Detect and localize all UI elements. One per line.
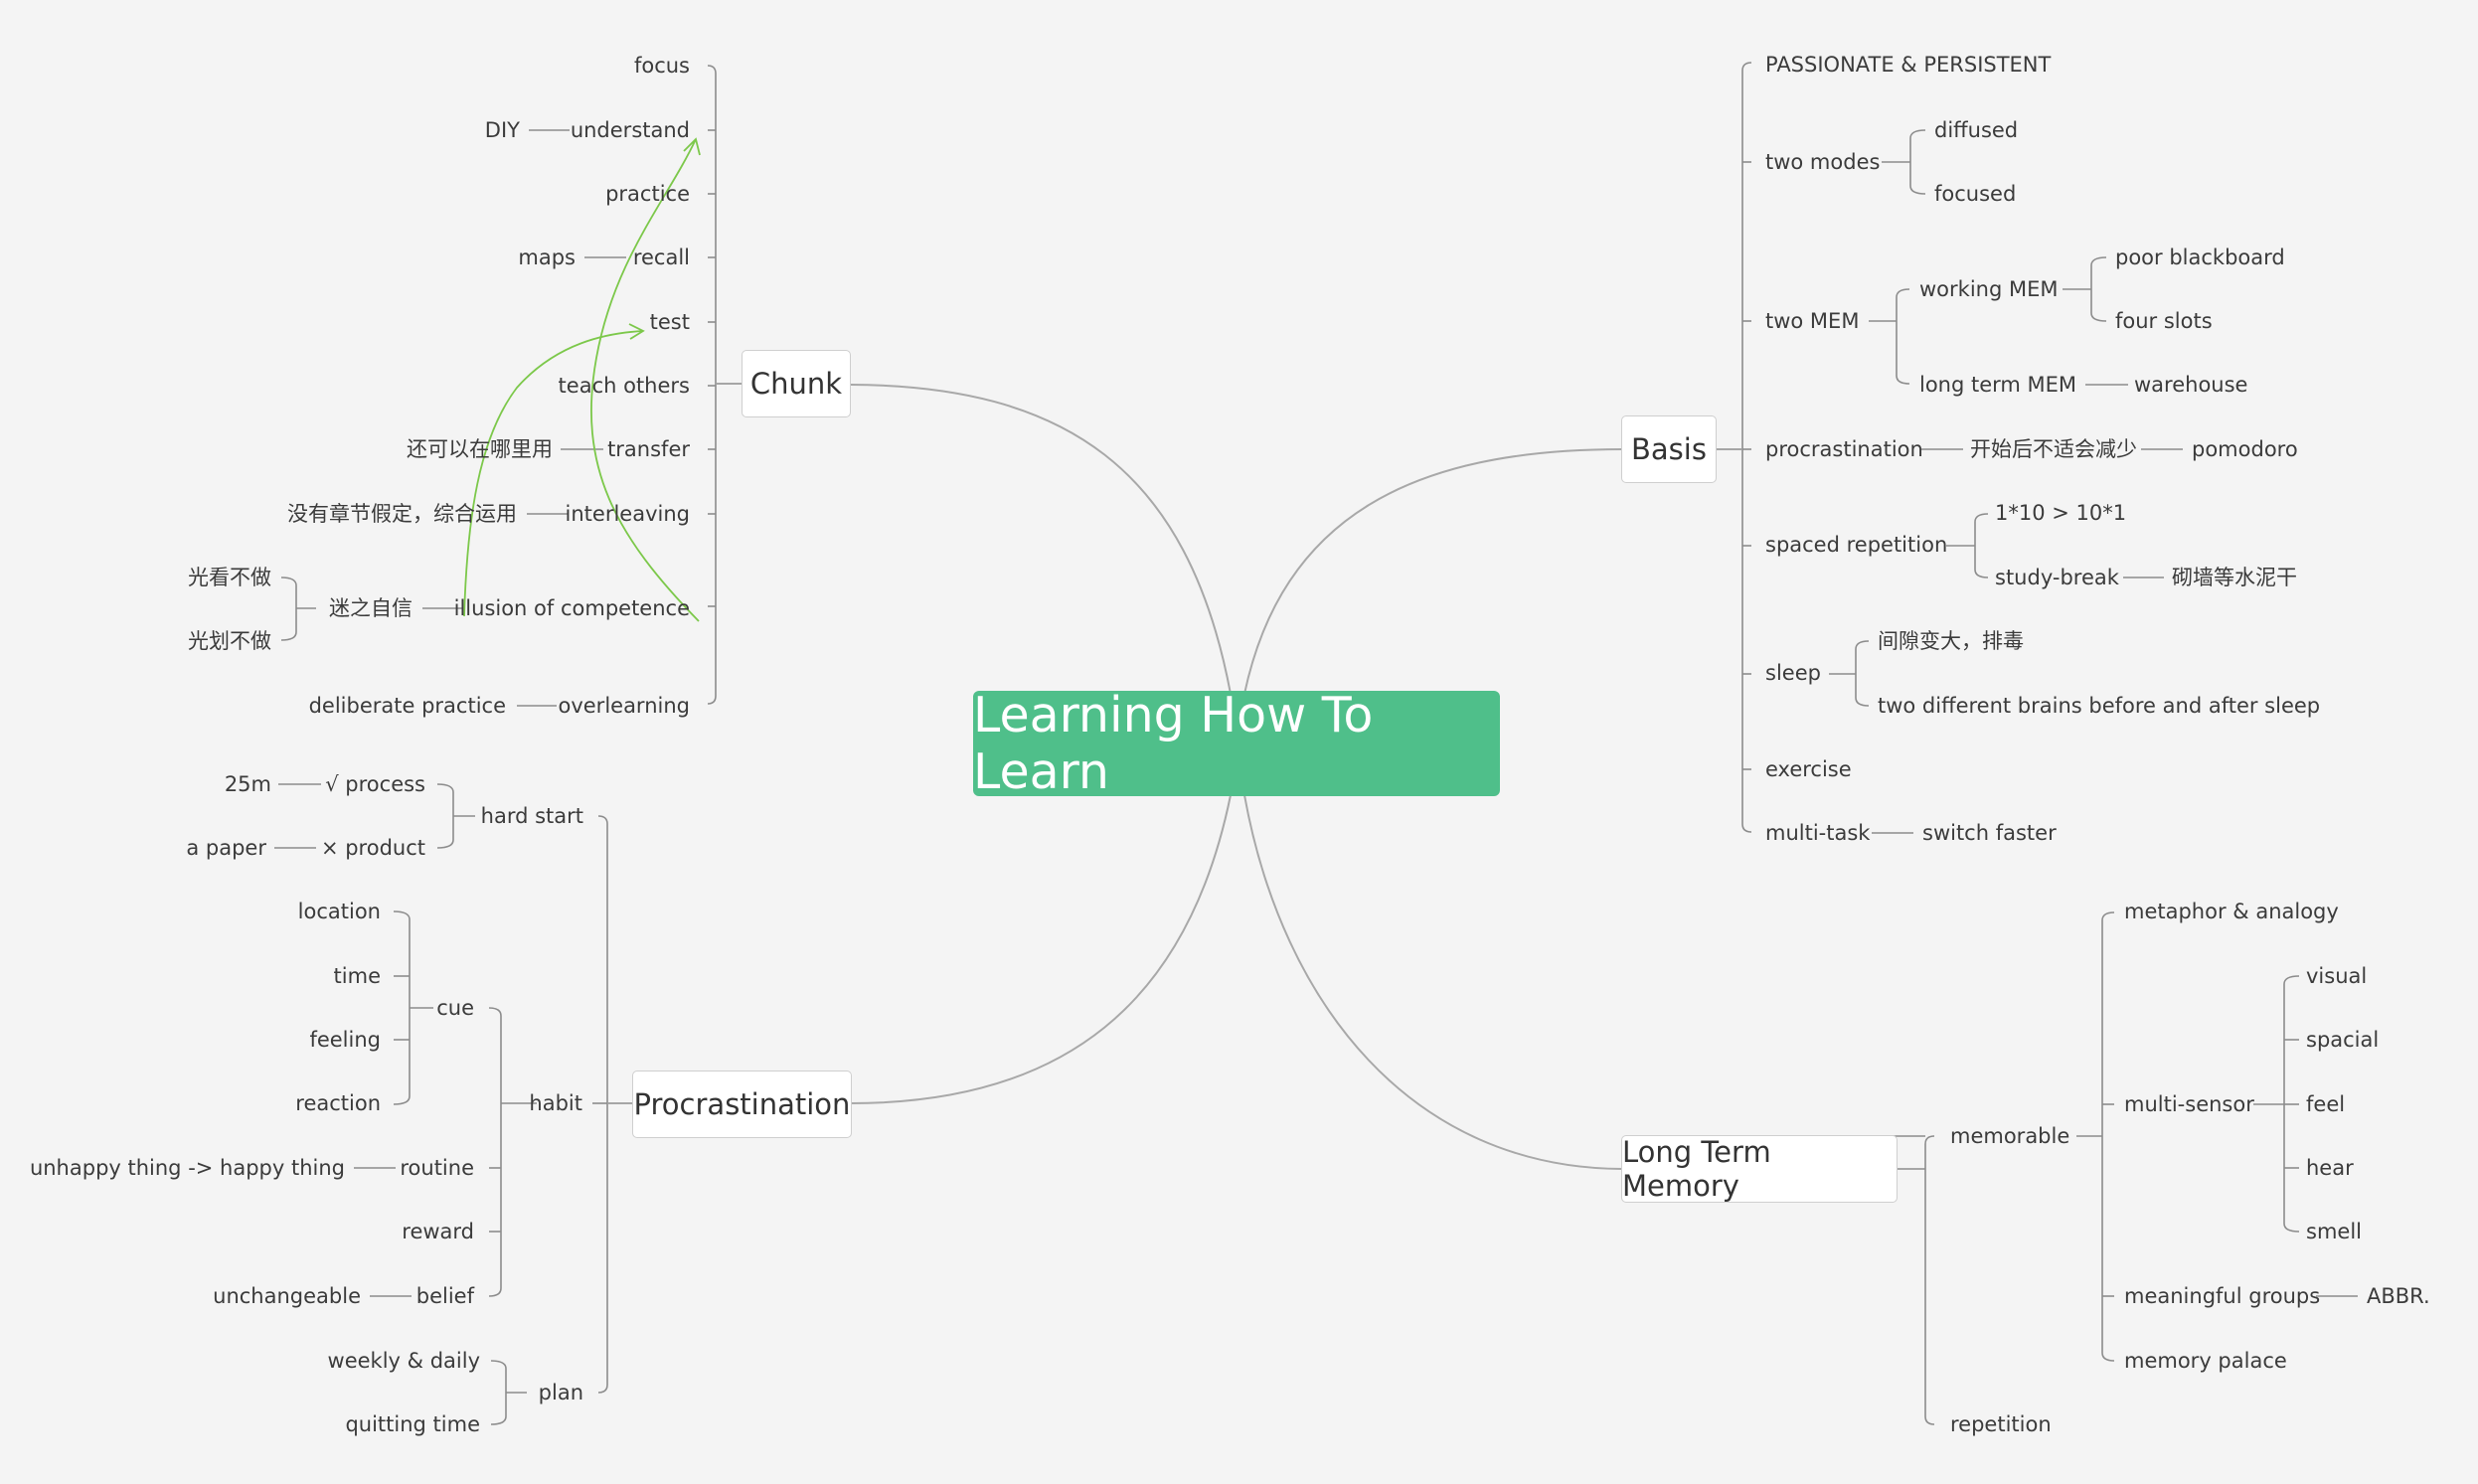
proc-quitting-time[interactable]: quitting time xyxy=(345,1412,480,1436)
proc-belief[interactable]: belief xyxy=(415,1284,474,1308)
curve-to-procrastination xyxy=(850,794,1232,1104)
chunk-illusion-sub2[interactable]: 光划不做 xyxy=(188,629,271,653)
curve-to-basis xyxy=(1243,448,1623,695)
basis-working-mem[interactable]: working MEM xyxy=(1919,277,2059,301)
basis-switch-faster[interactable]: switch faster xyxy=(1922,821,2057,845)
chunk-practice[interactable]: practice xyxy=(605,182,690,206)
basis-focused[interactable]: focused xyxy=(1934,182,2017,206)
basis-procrastination[interactable]: procrastination xyxy=(1765,437,1923,461)
basis-sleep[interactable]: sleep xyxy=(1765,661,1821,685)
basis-spaced-repetition[interactable]: spaced repetition xyxy=(1765,533,1948,557)
proc-weekly-daily[interactable]: weekly & daily xyxy=(327,1349,480,1373)
proc-belief-note[interactable]: unchangeable xyxy=(213,1284,361,1308)
basis-study-break[interactable]: study-break xyxy=(1995,566,2119,589)
basis-multi-task[interactable]: multi-task xyxy=(1765,821,1871,845)
basis-study-break-note[interactable]: 砌墙等水泥干 xyxy=(2172,566,2297,589)
ltm-multi-sensor[interactable]: multi-sensor xyxy=(2124,1092,2254,1116)
chunk-interleaving[interactable]: interleaving xyxy=(565,502,690,526)
chunk-transfer[interactable]: transfer xyxy=(607,437,690,461)
chunk-illusion-note[interactable]: 迷之自信 xyxy=(329,596,413,620)
chunk-recall[interactable]: recall xyxy=(632,246,690,269)
chunk-interleaving-note[interactable]: 没有章节假定，综合运用 xyxy=(287,502,517,526)
basis-long-term-mem[interactable]: long term MEM xyxy=(1919,373,2077,397)
ltm-memory-palace[interactable]: memory palace xyxy=(2124,1349,2287,1373)
ltm-spacial[interactable]: spacial xyxy=(2306,1028,2380,1052)
basis-sleep-note1[interactable]: 间隙变大，排毒 xyxy=(1878,629,2024,653)
chunk-overlearning[interactable]: overlearning xyxy=(558,694,690,718)
basis-pomodoro[interactable]: pomodoro xyxy=(2192,437,2298,461)
proc-routine[interactable]: routine xyxy=(400,1156,474,1180)
ltm-feel[interactable]: feel xyxy=(2306,1092,2346,1116)
relationship-illusion-note-to-test xyxy=(463,330,644,617)
ltm-smell[interactable]: smell xyxy=(2306,1220,2362,1243)
chunk-focus[interactable]: focus xyxy=(633,54,690,78)
chunk-diy[interactable]: DIY xyxy=(484,118,520,142)
basis-poor-blackboard[interactable]: poor blackboard xyxy=(2115,246,2285,269)
ltm-hear[interactable]: hear xyxy=(2306,1156,2354,1180)
ltm-abbr[interactable]: ABBR. xyxy=(2367,1284,2430,1308)
proc-product[interactable]: × product xyxy=(320,836,425,860)
basis-sleep-note2[interactable]: two different brains before and after sl… xyxy=(1878,694,2321,718)
curve-to-long-term-memory xyxy=(1243,794,1623,1170)
proc-process-note[interactable]: 25m xyxy=(224,772,271,796)
basis-exercise[interactable]: exercise xyxy=(1765,757,1852,781)
proc-routine-note[interactable]: unhappy thing -> happy thing xyxy=(29,1156,345,1180)
central-topic[interactable]: Learning How To Learn xyxy=(973,687,1500,800)
proc-location[interactable]: location xyxy=(297,900,381,923)
chunk-deliberate-practice[interactable]: deliberate practice xyxy=(308,694,506,718)
curve-to-chunk xyxy=(850,384,1232,695)
basis-passionate[interactable]: PASSIONATE & PERSISTENT xyxy=(1765,53,2052,77)
branch-chunk[interactable]: Chunk xyxy=(742,350,851,417)
basis-diffused[interactable]: diffused xyxy=(1934,118,2019,142)
proc-habit[interactable]: habit xyxy=(529,1091,582,1115)
relationship-illusion-to-understand xyxy=(590,138,700,622)
proc-plan[interactable]: plan xyxy=(538,1381,583,1404)
proc-hard-start[interactable]: hard start xyxy=(480,804,583,828)
ltm-meaningful-groups[interactable]: meaningful groups xyxy=(2124,1284,2321,1308)
proc-cue[interactable]: cue xyxy=(436,996,474,1020)
relationship-arrows xyxy=(463,137,701,622)
branch-long-term-memory[interactable]: Long Term Memory xyxy=(1621,1135,1898,1203)
basis-four-slots[interactable]: four slots xyxy=(2115,309,2213,333)
proc-feeling[interactable]: feeling xyxy=(309,1028,381,1052)
proc-process[interactable]: √ process xyxy=(325,772,425,796)
chunk-illusion-of-competence[interactable]: illusion of competence xyxy=(453,596,690,620)
basis-procrastination-note[interactable]: 开始后不适会减少 xyxy=(1970,437,2137,461)
basis-ratio[interactable]: 1*10 > 10*1 xyxy=(1995,501,2127,525)
proc-time[interactable]: time xyxy=(333,964,381,988)
basis-two-mem[interactable]: two MEM xyxy=(1765,309,1860,333)
proc-product-note[interactable]: a paper xyxy=(186,836,266,860)
chunk-teach-others[interactable]: teach others xyxy=(558,374,690,398)
chunk-understand[interactable]: understand xyxy=(570,118,690,142)
chunk-transfer-note[interactable]: 还可以在哪里用 xyxy=(407,437,553,461)
ltm-visual[interactable]: visual xyxy=(2306,964,2368,988)
proc-reaction[interactable]: reaction xyxy=(295,1091,381,1115)
branch-basis[interactable]: Basis xyxy=(1621,415,1717,483)
chunk-illusion-sub1[interactable]: 光看不做 xyxy=(188,566,271,589)
chunk-maps[interactable]: maps xyxy=(518,246,576,269)
ltm-repetition[interactable]: repetition xyxy=(1950,1412,2052,1436)
basis-two-modes[interactable]: two modes xyxy=(1765,150,1881,174)
ltm-metaphor[interactable]: metaphor & analogy xyxy=(2124,900,2339,923)
chunk-test[interactable]: test xyxy=(649,310,690,334)
basis-warehouse[interactable]: warehouse xyxy=(2134,373,2248,397)
ltm-memorable[interactable]: memorable xyxy=(1950,1124,2070,1148)
branch-procrastination[interactable]: Procrastination xyxy=(632,1071,852,1138)
proc-reward[interactable]: reward xyxy=(402,1220,474,1243)
